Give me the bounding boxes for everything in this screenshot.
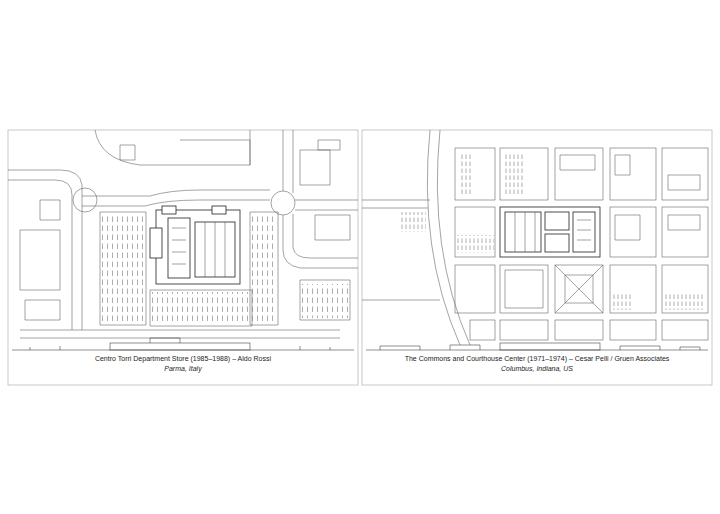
caption-location: Columbus, Indiana, US (367, 364, 707, 373)
caption-location: Parma, Italy (13, 364, 353, 373)
caption-title: Centro Torri Department Store (1985–1988… (13, 354, 353, 363)
caption-title: The Commons and Courthouse Center (1971–… (367, 354, 707, 363)
